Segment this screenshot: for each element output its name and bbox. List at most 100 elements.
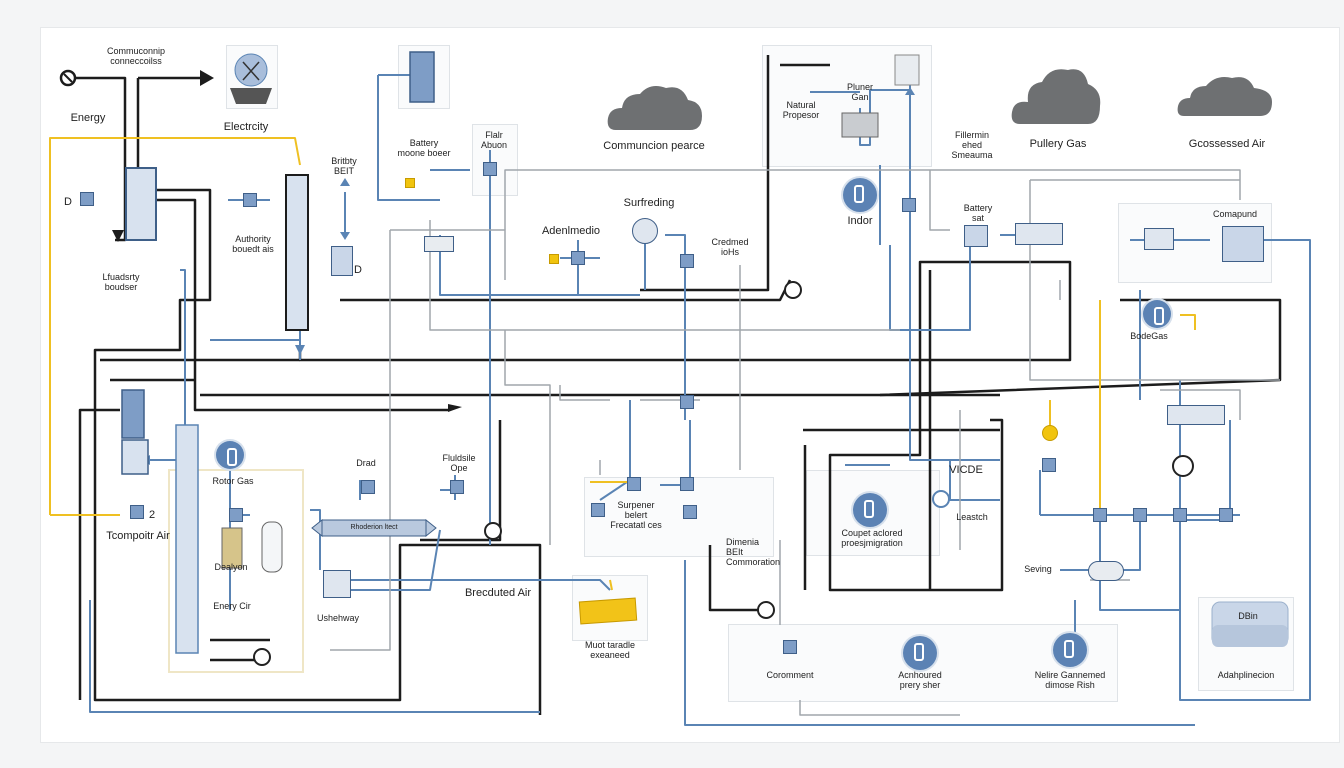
saving-label: Seving: [1024, 564, 1052, 574]
indoor-label: Indor: [847, 215, 873, 227]
cloud-icon: [1011, 69, 1101, 124]
bodegas-label: BodeGas: [1130, 331, 1168, 341]
adaphion-label: Adahplinecion: [1217, 670, 1275, 680]
valve-icon[interactable]: [1219, 508, 1233, 522]
valve-tag-label: Rhoderion ltect: [350, 524, 398, 531]
gauge-icon[interactable]: [253, 648, 271, 666]
valve-icon[interactable]: [483, 162, 497, 176]
vicde-label: VICDE: [949, 464, 983, 476]
cloud-icon: [607, 86, 702, 130]
compressor-icon[interactable]: [632, 218, 658, 244]
brecibuted-label: Brecduted Air: [464, 587, 532, 599]
native-label: Nelire Gannemed dimose Rish: [1034, 670, 1106, 690]
pump-icon[interactable]: [680, 254, 694, 268]
gas-holder-label: Lfuadsrty boudser: [102, 272, 140, 292]
advantaged-node[interactable]: [903, 636, 937, 670]
cloud-icon: [1177, 77, 1272, 116]
pullery-gas-label: Pullery Gas: [1029, 138, 1087, 150]
indicator-icon: [1042, 425, 1058, 441]
flair-label: Flalr Abuon: [480, 130, 508, 150]
birthy-label: Britbty BEIT: [331, 156, 357, 176]
battery-left-label: D: [64, 196, 72, 208]
valve-icon[interactable]: [627, 477, 641, 491]
gauge-icon[interactable]: [784, 281, 802, 299]
rotor-gas-node[interactable]: [216, 441, 244, 469]
fluidsile-label: Fluldsile Ope: [442, 453, 476, 473]
valve-icon[interactable]: [1042, 458, 1056, 472]
advantaged-label: Acnhoured prery sher: [898, 670, 942, 690]
pump-icon[interactable]: [964, 225, 988, 247]
lightbulb-icon: [230, 53, 272, 104]
gray-pipes: [330, 169, 1280, 716]
valve-icon[interactable]: [243, 193, 257, 207]
valve-icon[interactable]: [323, 570, 351, 598]
commitment-label: Coromment: [766, 670, 814, 680]
fillermin-label: Fillermin ehed Smeauma: [951, 130, 993, 160]
pump-icon[interactable]: [1167, 405, 1225, 425]
dimension-label: Dimenia BEIt Commoration: [726, 537, 781, 567]
pump-icon[interactable]: [1088, 561, 1124, 581]
indoor-node[interactable]: [843, 178, 877, 212]
rotor-gas-label: Rotor Gas: [212, 476, 254, 486]
compressor-icon[interactable]: [1222, 226, 1264, 262]
valve-icon[interactable]: [902, 198, 916, 212]
power-source-icon: [59, 69, 77, 87]
natural-label: Natural Propesor: [782, 100, 820, 120]
flair-tile: [472, 124, 518, 196]
tank-icon[interactable]: [331, 246, 353, 276]
valve-icon[interactable]: [130, 505, 144, 519]
planer-label: Pluner Gan: [846, 82, 873, 102]
gauge-icon[interactable]: [932, 490, 950, 508]
valve-icon[interactable]: [571, 251, 585, 265]
valve-icon[interactable]: [591, 503, 605, 517]
compound-label: Comapund: [1212, 209, 1258, 219]
valve-icon[interactable]: [1173, 508, 1187, 522]
coupled-node[interactable]: [853, 493, 887, 527]
bodegas-node[interactable]: [1143, 300, 1171, 328]
valve-icon[interactable]: [229, 508, 243, 522]
dealyon-label: Dealyon: [214, 562, 248, 572]
drad-label: Drad: [356, 458, 376, 468]
two-mark-label: 2: [148, 509, 156, 521]
valve-icon[interactable]: [680, 477, 694, 491]
valve-icon[interactable]: [1093, 508, 1107, 522]
most-traded-label: Muot taradle exeaneed: [584, 640, 636, 660]
pump-icon[interactable]: [424, 236, 454, 252]
indicator-icon: [405, 178, 415, 188]
crammed-label: Credmed ioHs: [711, 237, 749, 257]
electricity-label: Electrcity: [223, 121, 269, 133]
energy-top-label: Commuconnip conneccoilss: [106, 46, 166, 66]
energy-cir-label: Enery Cir: [213, 601, 251, 611]
disio-label: DBin: [1238, 611, 1258, 621]
valve-icon[interactable]: [361, 480, 375, 494]
heat-exchanger-icon[interactable]: [1015, 223, 1063, 245]
combustion-label: Communcion pearce: [603, 140, 705, 152]
valve-icon[interactable]: [783, 640, 797, 654]
indicator-icon: [549, 254, 559, 264]
gauge-icon[interactable]: [757, 601, 775, 619]
surpenr-label: Surpener belert Frecatatl ces: [610, 500, 662, 530]
arrows: [112, 70, 462, 412]
black-pipes: [68, 55, 1282, 715]
valve-icon[interactable]: [1133, 508, 1147, 522]
leastch-label: Leastch: [956, 512, 988, 522]
valve-icon[interactable]: [450, 480, 464, 494]
shehway-label: Ushehway: [316, 613, 360, 623]
authority-label: Authority bouedt ais: [232, 234, 274, 254]
gauge-icon[interactable]: [1172, 455, 1194, 477]
valve-icon[interactable]: [683, 505, 697, 519]
gauge-icon[interactable]: [484, 522, 502, 540]
reactor-frame: [168, 469, 304, 673]
heat-exchanger-icon[interactable]: [1144, 228, 1174, 250]
native-node[interactable]: [1053, 633, 1087, 667]
d-mark-label: D: [354, 264, 362, 276]
blue-arrows: [142, 87, 915, 465]
valve-icon[interactable]: [80, 192, 94, 206]
surfacing-label: Surfreding: [623, 197, 675, 209]
columns: [121, 51, 1289, 654]
energy-label: Energy: [70, 112, 106, 124]
gossessed-air-label: Gcossessed Air: [1188, 138, 1266, 150]
battery-sat-label: Battery sat: [963, 203, 993, 223]
valve-icon[interactable]: [680, 395, 694, 409]
